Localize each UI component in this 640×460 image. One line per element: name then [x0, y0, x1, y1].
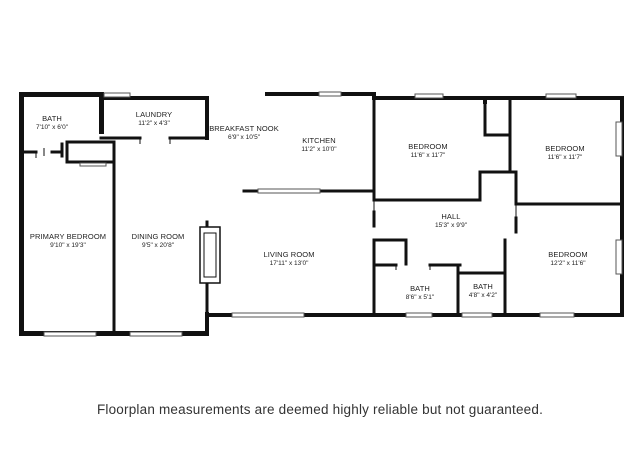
svg-text:BEDROOM: BEDROOM — [548, 250, 587, 259]
svg-text:15'3" x 9'9": 15'3" x 9'9" — [435, 222, 468, 229]
svg-text:12'2" x 11'6": 12'2" x 11'6" — [550, 260, 586, 267]
room-label-primary-bedroom: PRIMARY BEDROOM 9'10" x 19'3" — [30, 232, 106, 249]
svg-text:11'2" x 10'0": 11'2" x 10'0" — [301, 146, 337, 153]
svg-text:DINING ROOM: DINING ROOM — [132, 232, 185, 241]
svg-text:8'6" x 5'1": 8'6" x 5'1" — [406, 294, 435, 301]
windows — [43, 91, 623, 337]
room-label-bath-hall: BATH 8'6" x 5'1" — [406, 284, 435, 301]
svg-text:7'10" x 6'0": 7'10" x 6'0" — [36, 124, 69, 131]
room-label-hall: HALL 15'3" x 9'9" — [435, 212, 468, 229]
exterior-walls — [19, 92, 624, 336]
svg-text:11'6" x 11'7": 11'6" x 11'7" — [411, 152, 446, 159]
room-label-bath-primary: BATH 7'10" x 6'0" — [36, 114, 69, 131]
svg-text:LAUNDRY: LAUNDRY — [136, 110, 172, 119]
disclaimer-text: Floorplan measurements are deemed highly… — [96, 402, 544, 417]
fireplace-icon — [199, 226, 221, 284]
svg-text:9'5" x 20'8": 9'5" x 20'8" — [142, 242, 175, 249]
svg-text:BATH: BATH — [42, 114, 62, 123]
room-label-bedroom-3: BEDROOM 12'2" x 11'6" — [548, 250, 587, 267]
room-label-laundry: LAUNDRY 11'2" x 4'3" — [136, 110, 172, 127]
room-label-kitchen: KITCHEN 11'2" x 10'0" — [301, 136, 337, 153]
svg-text:KITCHEN: KITCHEN — [302, 136, 336, 145]
room-label-bath-small: BATH 4'8" x 4'2" — [469, 282, 498, 299]
svg-text:4'8" x 4'2": 4'8" x 4'2" — [469, 292, 498, 299]
svg-text:LIVING ROOM: LIVING ROOM — [263, 250, 314, 259]
room-label-dining-room: DINING ROOM 9'5" x 20'8" — [132, 232, 185, 249]
room-label-living-room: LIVING ROOM 17'11" x 13'0" — [263, 250, 314, 267]
svg-text:HALL: HALL — [441, 212, 460, 221]
svg-text:BREAKFAST NOOK: BREAKFAST NOOK — [209, 124, 279, 133]
interior-walls — [20, 96, 623, 334]
svg-text:11'6" x 11'7": 11'6" x 11'7" — [548, 154, 583, 161]
svg-text:17'11" x 13'0": 17'11" x 13'0" — [270, 260, 309, 267]
svg-text:PRIMARY BEDROOM: PRIMARY BEDROOM — [30, 232, 106, 241]
svg-text:BATH: BATH — [473, 282, 493, 291]
room-label-breakfast-nook: BREAKFAST NOOK 6'9" x 10'5" — [209, 124, 279, 141]
svg-text:9'10" x 19'3": 9'10" x 19'3" — [50, 242, 86, 249]
svg-text:11'2" x 4'3": 11'2" x 4'3" — [138, 120, 170, 127]
door-details — [35, 138, 517, 270]
room-label-bedroom-1: BEDROOM 11'6" x 11'7" — [408, 142, 447, 159]
svg-text:6'9" x 10'5": 6'9" x 10'5" — [228, 134, 261, 141]
room-label-bedroom-2: BEDROOM 11'6" x 11'7" — [545, 144, 584, 161]
svg-text:BATH: BATH — [410, 284, 430, 293]
svg-text:BEDROOM: BEDROOM — [408, 142, 447, 151]
svg-text:BEDROOM: BEDROOM — [545, 144, 584, 153]
